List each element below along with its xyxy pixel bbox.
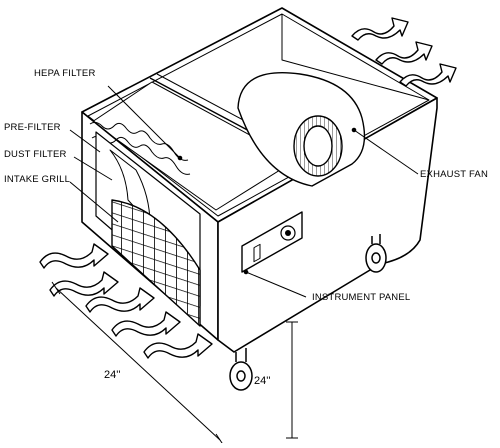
label-dust-filter: DUST FILTER bbox=[4, 149, 67, 160]
label-exhaust-fan: EXHAUST FAN bbox=[420, 169, 488, 180]
exhaust-fan-drawing bbox=[237, 72, 366, 187]
intake-airflow-arrows bbox=[39, 243, 213, 359]
dimension-height-label: 24'' bbox=[254, 375, 270, 387]
dimension-width-label: 24'' bbox=[104, 369, 120, 381]
label-hepa-filter: HEPA FILTER bbox=[34, 68, 96, 79]
exhaust-airflow-arrows bbox=[351, 17, 457, 87]
leader-lines bbox=[69, 85, 419, 298]
label-instrument-panel: INSTRUMENT PANEL bbox=[312, 292, 410, 303]
label-intake-grill: INTAKE GRILL bbox=[4, 174, 70, 185]
caster-wheels bbox=[229, 234, 387, 391]
label-pre-filter: PRE-FILTER bbox=[4, 122, 61, 133]
